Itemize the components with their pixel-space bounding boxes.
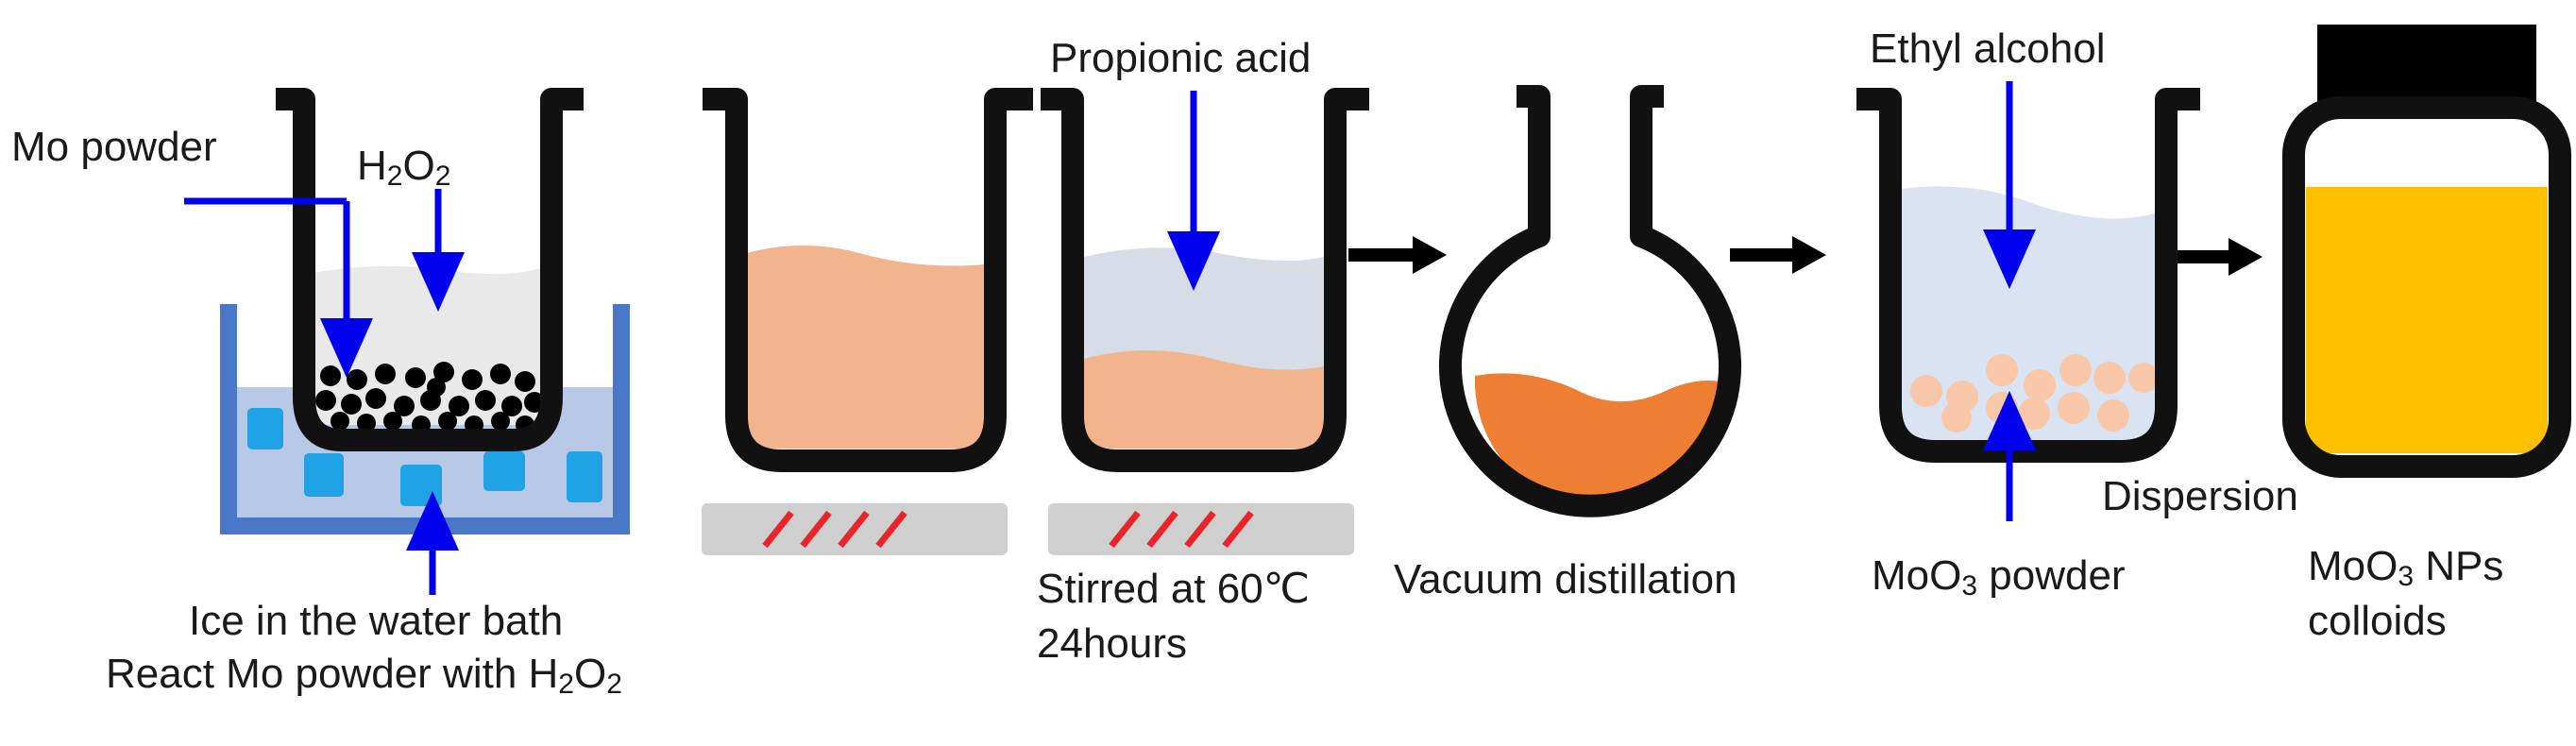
ice-cube: [483, 451, 525, 491]
propionic-acid-label: Propionic acid: [1050, 35, 1312, 81]
heat-line: [800, 510, 832, 549]
beaker-1: [276, 88, 584, 451]
process-arrow: [1348, 236, 1447, 274]
heat-line: [762, 510, 794, 549]
ice-cube: [304, 453, 344, 497]
colloid-label-line2: colloids: [2308, 598, 2447, 644]
hot-plate-1: [702, 503, 1008, 555]
step-2-solution: [703, 88, 1033, 472]
step-1-ice-bath: [184, 88, 630, 595]
step-6-bottle: [2282, 25, 2571, 478]
beaker-5: [1856, 88, 2200, 463]
mo-particles: [315, 362, 545, 434]
step-4-flask: [1439, 85, 1741, 517]
ice-cube: [247, 408, 283, 449]
mo-powder-label: Mo powder: [11, 124, 217, 170]
process-arrow: [1730, 236, 1826, 274]
step-5-dispersion: [1856, 81, 2200, 521]
ice-cube: [400, 465, 442, 506]
duration-label: 24hours: [1037, 620, 1188, 667]
ice-bath-label: Ice in the water bath: [189, 598, 564, 644]
round-bottom-flask: [1439, 85, 1741, 517]
process-arrow: [2168, 238, 2262, 276]
heat-line: [875, 510, 907, 549]
ethanol-liquid: [1902, 186, 2155, 445]
colloid-liquid: [2306, 187, 2548, 453]
moo3-powder-label: MoO3 powder: [1872, 552, 2126, 602]
heat-line: [1184, 510, 1216, 549]
ethyl-alcohol-label: Ethyl alcohol: [1870, 25, 2106, 72]
heat-line: [838, 510, 870, 549]
beaker-2: [703, 88, 1033, 472]
h2o2-liquid: [308, 265, 546, 425]
react-label: React Mo powder with H2O2: [106, 651, 622, 700]
hot-plate-2: [1048, 503, 1354, 555]
dispersion-label: Dispersion: [2102, 473, 2298, 519]
step-3-stirring: [1041, 88, 1369, 472]
heat-line: [1222, 510, 1254, 549]
heat-line: [1109, 510, 1141, 549]
bottle-cap: [2317, 25, 2536, 108]
stirred-label: Stirred at 60℃: [1037, 566, 1311, 612]
beaker-3: [1041, 88, 1369, 472]
ice-cube: [567, 451, 602, 502]
bottle-body: [2282, 96, 2571, 478]
peach-layer: [1084, 350, 1324, 449]
peach-solution: [747, 246, 985, 449]
colloid-label: MoO3 NPs: [2308, 543, 2504, 592]
heat-line: [1146, 510, 1178, 549]
h2o2-label: H2O2: [357, 143, 451, 192]
vacuum-distillation-label: Vacuum distillation: [1394, 556, 1737, 602]
